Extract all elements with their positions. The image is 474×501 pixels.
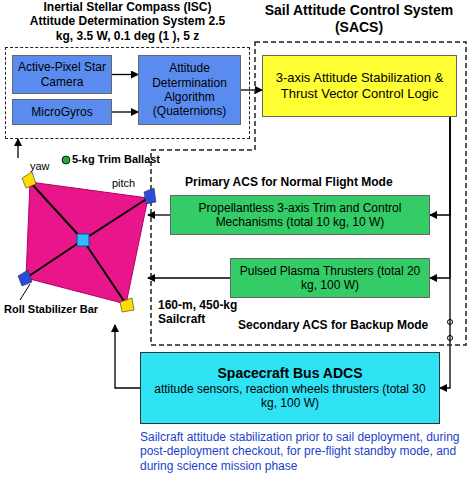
connector [430, 117, 450, 278]
sailcraft-label: 160-m, 450-kg Sailcraft [158, 298, 250, 327]
sensor-box: MicroGyros [12, 99, 112, 125]
vane [144, 188, 156, 204]
box-title: Propellantless 3-axis Trim and Control M… [175, 201, 425, 230]
connector [430, 117, 450, 215]
connector [148, 277, 230, 278]
connector [115, 325, 140, 388]
connector [241, 89, 262, 90]
box-title: Spacecraft Bus ADCS [218, 365, 363, 382]
group-heading: Sail Attitude Control System (SACS) [250, 2, 468, 36]
note-text: Sailcraft attitude stabilization prior t… [140, 430, 470, 473]
axis-label: pitch [112, 177, 135, 190]
connector [17, 139, 18, 158]
part-label: Roll Stabilizer Bar [4, 303, 98, 316]
algorithm-box: Attitude Determination Algorithm (Quater… [138, 55, 241, 125]
box-body: attitude sensors, reaction wheels thrust… [145, 382, 435, 411]
actuator-box: Pulsed Plasma Thrusters (total 20 kg, 10… [230, 258, 430, 298]
box-title: MicroGyros [31, 105, 92, 119]
boom [26, 240, 83, 278]
bus-box: Spacecraft Bus ADCSattitude sensors, rea… [140, 352, 440, 424]
dashed-group: Inertial Stellar Compass (ISC) Attitude … [5, 0, 250, 139]
vane [120, 298, 134, 312]
connector [112, 74, 138, 75]
dashed-group: Sail Attitude Control System (SACS) 3-axi… [150, 0, 468, 346]
sensor-box: Active-Pixel Star Camera [12, 55, 112, 94]
group-heading: Inertial Stellar Compass (ISC) Attitude … [25, 0, 230, 43]
dashed-outline [151, 42, 466, 345]
connector [148, 214, 170, 215]
connector [440, 117, 450, 388]
box-title: Active-Pixel Star Camera [17, 60, 107, 89]
bus-module [77, 234, 89, 246]
box-title: 3-axis Attitude Stabilization & Thrust V… [267, 70, 452, 101]
leader-line [20, 284, 30, 300]
vane [22, 172, 36, 188]
boom [30, 182, 83, 240]
vane [18, 270, 32, 286]
part-label: 5-kg Trim Ballast [72, 153, 160, 166]
sail-membrane [26, 182, 148, 304]
boom [83, 198, 148, 240]
mode-label: Secondary ACS for Backup Mode [238, 318, 428, 332]
axis-label: yaw [30, 160, 50, 173]
boom [83, 240, 126, 304]
box-title: Pulsed Plasma Thrusters (total 20 kg, 10… [235, 264, 425, 293]
mode-label: Primary ACS for Normal Flight Mode [185, 175, 393, 189]
trim-ballast [62, 156, 70, 164]
box-title: Attitude Determination Algorithm (Quater… [143, 61, 236, 119]
connector [112, 111, 138, 112]
actuator-box: Propellantless 3-axis Trim and Control M… [170, 195, 430, 235]
control-logic-box: 3-axis Attitude Stabilization & Thrust V… [262, 55, 457, 117]
